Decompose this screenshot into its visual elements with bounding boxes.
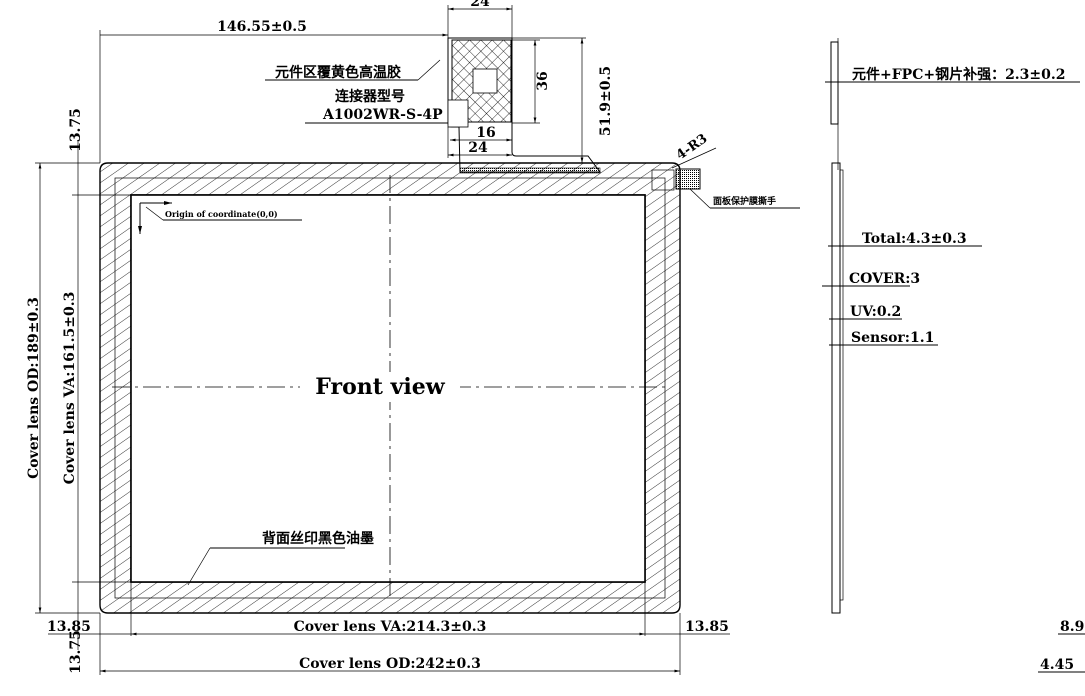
corner-box <box>651 169 675 191</box>
dim-tail-16: 16 <box>476 125 495 141</box>
dim-left-margin: 13.85 <box>47 619 91 635</box>
chip <box>472 68 498 94</box>
fpc <box>447 37 701 191</box>
side-cover-label: COVER:3 <box>849 271 920 287</box>
dim-va-width: Cover lens VA:214.3±0.3 <box>294 619 487 635</box>
callout-origin: Origin of coordinate(0,0) <box>165 209 278 219</box>
callout-peel-tab: 面板保护膜撕手 <box>713 195 776 207</box>
dim-od-width: Cover lens OD:242±0.3 <box>299 656 481 672</box>
dim-od-height: Cover lens OD:189±0.3 <box>26 297 42 479</box>
side-uv: UV:0.2 <box>850 304 901 320</box>
dim-fpc-height: 36 <box>535 71 551 90</box>
peel-tab <box>675 168 701 190</box>
dim-tail-24: 24 <box>468 140 488 156</box>
dim-fpc-offset: 146.55±0.5 <box>217 19 307 35</box>
side-sensor <box>839 169 844 601</box>
dim-right-margin: 13.85 <box>685 619 729 635</box>
dim-bottom-margin: 13.75 <box>68 630 84 674</box>
side-fpc <box>830 41 839 125</box>
view-title: Front view <box>315 374 445 400</box>
dim-top-margin: 13.75 <box>68 108 84 152</box>
left-dimensions: Cover lens OD:189±0.3 Cover lens VA:161.… <box>26 108 131 674</box>
side-sensor-label: Sensor:1.1 <box>851 330 934 346</box>
bonding-pads <box>459 167 601 174</box>
side-fpc-stack: 元件+FPC+钢片补强：2.3±0.2 <box>852 66 1066 83</box>
side-dim-b: 4.45 <box>1040 657 1074 673</box>
dim-fpc-width: 24 <box>470 0 490 10</box>
dim-va-height: Cover lens VA:161.5±0.3 <box>62 292 78 485</box>
callout-connector-label: 连接器型号 <box>335 88 405 105</box>
side-dim-a: 8.9 <box>1060 619 1084 635</box>
callout-corner-radius: 4-R3 <box>674 131 711 163</box>
cover-lens-front: Front view <box>99 162 681 614</box>
callout-connector-model: A1002WR-S-4P <box>322 107 443 123</box>
side-total: Total:4.3±0.3 <box>862 231 967 247</box>
connector <box>447 99 469 128</box>
callouts: 元件区覆黄色高温胶 连接器型号 A1002WR-S-4P 4-R3 面板保护膜撕… <box>138 59 800 586</box>
callout-black-ink: 背面丝印黑色油墨 <box>262 530 374 547</box>
callout-component-tape: 元件区覆黄色高温胶 <box>275 64 401 81</box>
top-dimensions: 146.55±0.5 24 36 51.9±0.5 16 24 <box>99 0 614 163</box>
dim-fpc-total: 51.9±0.5 <box>598 66 614 136</box>
bottom-dimensions: Cover lens VA:214.3±0.3 13.85 13.85 Cove… <box>47 582 730 675</box>
side-view: 元件+FPC+钢片补强：2.3±0.2 Total:4.3±0.3 COVER:… <box>822 38 1085 673</box>
side-cover <box>831 162 841 614</box>
